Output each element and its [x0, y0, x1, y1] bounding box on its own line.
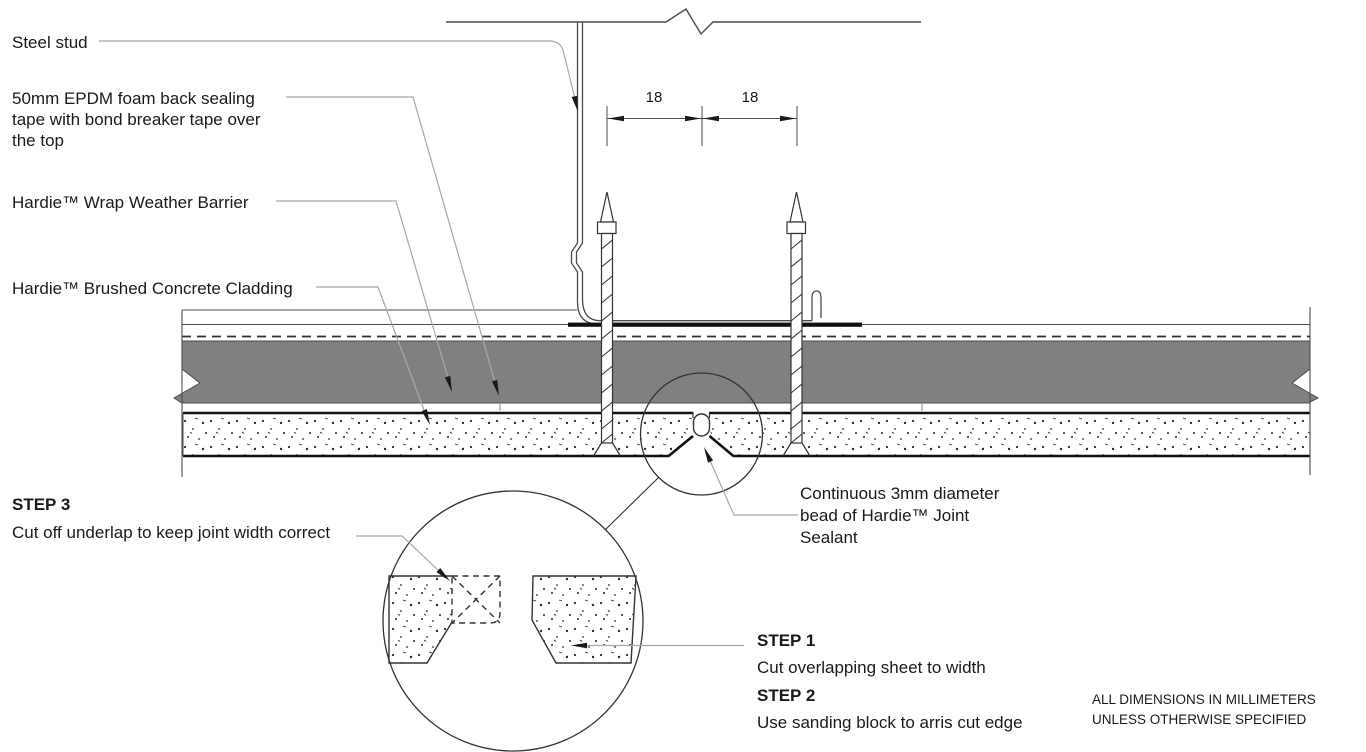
callout-epdm-line3: the top [12, 131, 64, 150]
callout-sealant-line1: Continuous 3mm diameter [800, 484, 1000, 503]
units-note: ALL DIMENSIONS IN MILLIMETERS UNLESS OTH… [1092, 690, 1316, 730]
callout-cladding: Hardie™ Brushed Concrete Cladding [12, 279, 293, 298]
step2-text: Use sanding block to arris cut edge [757, 713, 1023, 732]
joint-sealant-bead [667, 412, 735, 458]
epdm-tape-strip [568, 322, 862, 327]
callout-epdm-line2: tape with bond breaker tape over [12, 110, 261, 129]
leader-epdm [286, 96, 496, 381]
wall-assembly [173, 307, 1320, 477]
callout-steel-stud: Steel stud [12, 33, 88, 52]
fastener-left [592, 191, 622, 457]
callout-sealant-line2: bead of Hardie™ Joint [800, 506, 970, 525]
detail-left-sheet [388, 575, 453, 664]
leader-sealant [709, 461, 798, 516]
fastener-right [782, 191, 811, 457]
step1-text: Cut overlapping sheet to width [757, 658, 986, 677]
units-note-line1: ALL DIMENSIONS IN MILLIMETERS [1092, 692, 1316, 707]
step3-text: Cut off underlap to keep joint width cor… [12, 523, 331, 542]
leader-steel-stud [99, 40, 575, 97]
callout-epdm-line1: 50mm EPDM foam back sealing [12, 89, 255, 108]
dimension-value-right: 18 [741, 89, 759, 106]
dimension-lines [606, 106, 798, 146]
cladding-sheet [182, 411, 1310, 458]
callout-leaders [99, 40, 798, 647]
gray-cavity-band [173, 340, 1320, 404]
callout-sealant-line3: Sealant [800, 528, 858, 547]
top-break-line [446, 8, 921, 36]
step2-title: STEP 2 [757, 686, 816, 705]
dimension-arrowheads [608, 115, 796, 122]
leader-step3 [356, 535, 439, 571]
detail-underlap-dashed [451, 575, 501, 624]
callout-weather-barrier: Hardie™ Wrap Weather Barrier [12, 193, 249, 212]
leader-weather-barrier [276, 200, 449, 377]
dimension-value-left: 18 [645, 89, 663, 106]
leader-cladding [316, 286, 425, 411]
detail-circle-small [639, 372, 764, 496]
callout-arrowheads [421, 95, 714, 649]
detail-connector-line [604, 476, 660, 531]
detail-right-sheet [531, 575, 637, 664]
detail-circle-large [382, 490, 644, 752]
units-note-line2: UNLESS OTHERWISE SPECIFIED [1092, 712, 1307, 727]
step1-title: STEP 1 [757, 631, 816, 650]
step3-title: STEP 3 [12, 495, 71, 514]
